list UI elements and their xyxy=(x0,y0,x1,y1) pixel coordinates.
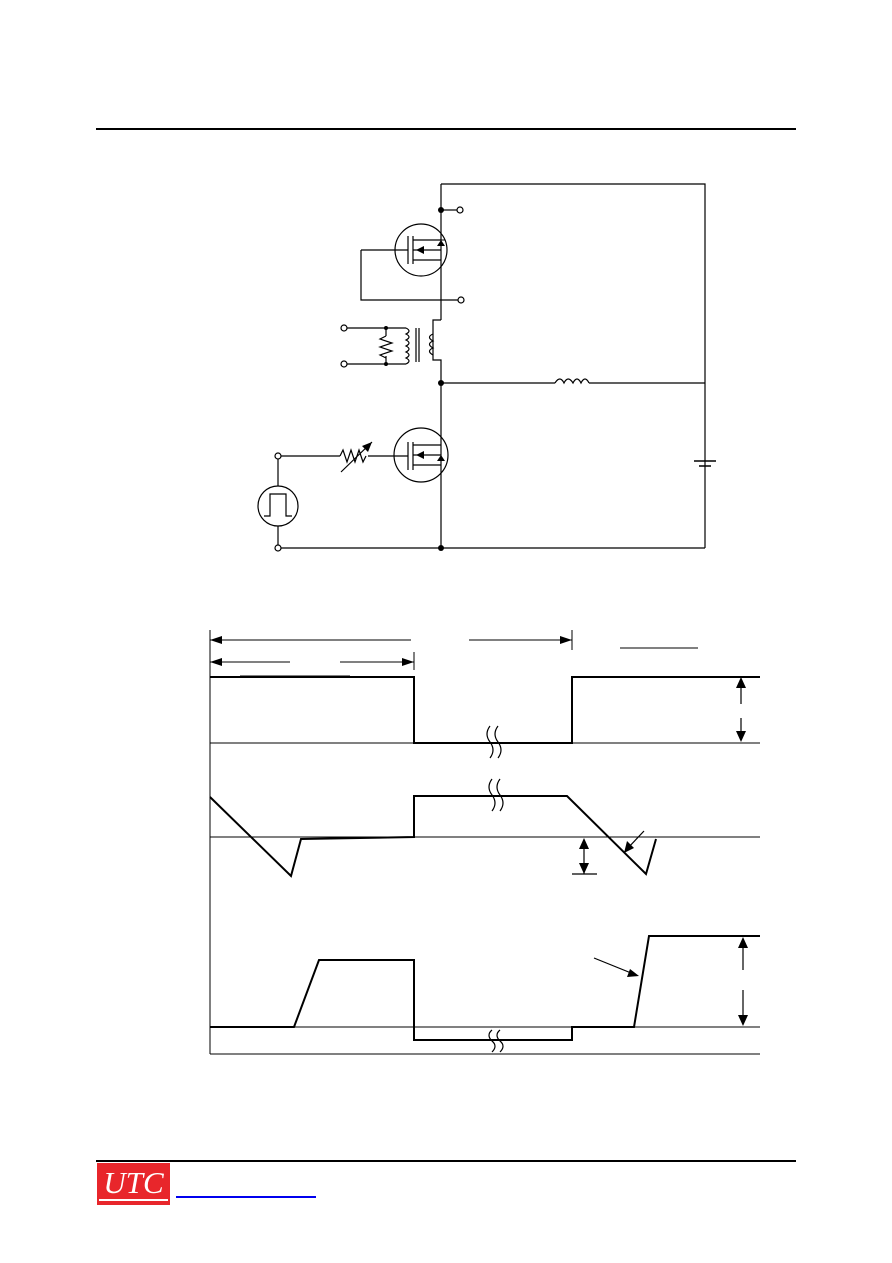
shunt-resistor xyxy=(378,335,394,359)
header-rule xyxy=(96,128,796,130)
logo-text: UTC xyxy=(103,1165,164,1200)
footer-link[interactable] xyxy=(176,1196,316,1198)
terminal-gate-input xyxy=(274,452,282,460)
circuit-top-wire xyxy=(441,183,706,548)
lower-mosfet-body xyxy=(393,427,449,483)
terminal-upper-source xyxy=(457,296,465,304)
terminal-ground xyxy=(274,544,282,552)
gate-resistor xyxy=(339,448,367,464)
waveform-voltage xyxy=(210,935,760,1041)
terminal-sense-top xyxy=(340,324,348,332)
utc-logo: UTC xyxy=(97,1163,170,1205)
footer-rule xyxy=(96,1160,796,1162)
terminal-upper-drain xyxy=(456,206,464,214)
terminal-sense-bottom xyxy=(340,360,348,368)
pulse-generator xyxy=(257,485,299,527)
transformer-primary xyxy=(404,327,410,365)
load-inductor xyxy=(554,378,590,385)
waveform-gate-pulse xyxy=(210,676,760,744)
transformer-secondary xyxy=(428,333,435,356)
waveform-current xyxy=(209,795,657,878)
